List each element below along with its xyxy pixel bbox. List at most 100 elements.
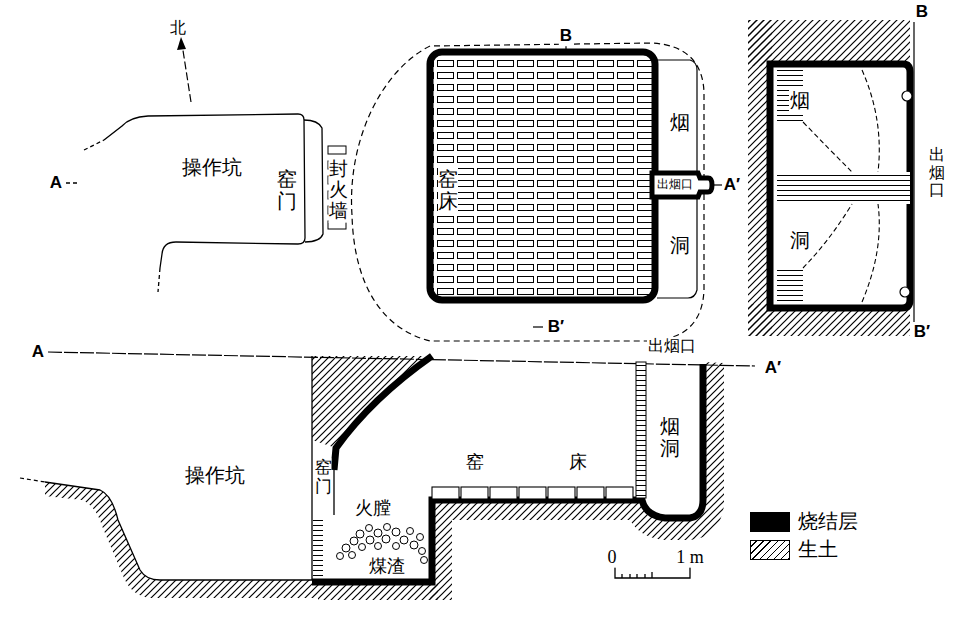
section-aa [337, 553, 344, 560]
section-aa [334, 356, 432, 470]
section-aa [421, 557, 428, 564]
pit-outline [66, 114, 305, 292]
part-label: 煤渣 [368, 556, 406, 577]
section-aa [342, 544, 350, 552]
pit-outline [158, 268, 160, 292]
part-label: 封火墙 [329, 158, 348, 223]
pit-outline [66, 182, 80, 183]
section-aa [407, 528, 414, 535]
part-label: 窑门 [315, 458, 332, 497]
legend-row: 烧结层 [750, 508, 858, 535]
section-bb [902, 91, 912, 101]
part-label: 操作坑 [184, 464, 246, 487]
section-aa [366, 525, 373, 532]
scale-number: 1 m [675, 547, 705, 568]
section-aa [20, 352, 755, 600]
section-letter: B [559, 26, 573, 46]
section-bb [770, 64, 910, 308]
section-aa [400, 536, 408, 544]
part-label: 火膛 [354, 498, 392, 519]
section-letter: A [49, 173, 63, 193]
section-line [714, 184, 722, 185]
section-bb [777, 268, 803, 304]
flue-outline [657, 60, 697, 298]
section-aa [393, 543, 400, 550]
section-letter: B [915, 2, 929, 22]
scale-bar [615, 567, 690, 578]
section-aa [45, 482, 318, 598]
part-label: 操作坑 [181, 156, 243, 179]
section-aa [392, 528, 400, 536]
legend-text: 生土 [798, 536, 838, 563]
section-line [533, 326, 543, 327]
section-letter: A [31, 342, 45, 362]
scale-bar [615, 567, 690, 578]
section-bb [803, 122, 852, 172]
part-label: 出烟口 [647, 337, 697, 355]
section-aa [333, 470, 334, 515]
part-label: 床 [568, 452, 588, 473]
section-aa [577, 487, 604, 499]
section-bb [900, 287, 910, 297]
section-aa [430, 362, 724, 600]
section-aa [548, 487, 575, 499]
part-label: 洞 [669, 234, 691, 257]
section-letter: A′ [723, 175, 741, 195]
section-aa [356, 530, 364, 538]
part-label: 洞 [789, 229, 811, 252]
legend-row: 生土 [750, 536, 838, 563]
section-bb [748, 20, 910, 66]
section-aa [366, 536, 374, 544]
scale-bar [622, 572, 652, 578]
section-aa [432, 487, 459, 499]
scale-number: 0 [607, 547, 618, 568]
pit-outline [104, 114, 305, 268]
kiln-bed-bricks [430, 52, 655, 300]
section-aa [359, 544, 366, 551]
part-label: 出烟口 [656, 178, 694, 192]
section-letter: B′ [547, 317, 565, 337]
section-bb [748, 20, 914, 336]
section-aa [311, 356, 312, 580]
section-aa [410, 541, 418, 549]
section-bb [862, 204, 879, 302]
section-aa [417, 534, 424, 541]
section-aa [382, 535, 390, 543]
section-aa [384, 524, 391, 531]
section-aa [461, 487, 488, 499]
smoke-outlet-box [652, 173, 712, 197]
section-bb [777, 172, 910, 204]
part-label: 出烟口 [929, 145, 945, 200]
section-aa [374, 529, 382, 537]
section-aa [45, 482, 312, 580]
section-aa [20, 478, 45, 482]
part-label: 烟 [789, 89, 811, 112]
legend-swatch [750, 512, 790, 532]
section-bb [862, 70, 879, 172]
section-aa [375, 543, 382, 550]
door-outline [304, 120, 323, 242]
legend-text: 烧结层 [798, 508, 858, 535]
part-label: 窑门 [277, 167, 297, 213]
section-aa [606, 487, 633, 499]
section-aa [419, 548, 426, 555]
section-line [565, 46, 566, 50]
part-label: 烟 [669, 111, 691, 134]
section-aa [350, 537, 358, 545]
north-arrow [177, 37, 191, 102]
section-aa [313, 518, 323, 576]
section-aa [490, 487, 517, 499]
north-arrow [182, 44, 191, 102]
section-aa [349, 552, 356, 559]
section-letter: B′ [913, 322, 931, 342]
part-label: 窑床 [438, 167, 458, 213]
part-label: 窑 [465, 452, 485, 473]
part-label: 烟洞 [660, 414, 680, 460]
north-arrow [177, 37, 186, 50]
north-label: 北 [169, 19, 187, 37]
section-bb [803, 70, 879, 302]
hatch-swatch [750, 540, 790, 560]
section-bb [913, 22, 914, 322]
section-letter: A′ [764, 358, 782, 378]
fire-wall-bricks [328, 146, 346, 154]
